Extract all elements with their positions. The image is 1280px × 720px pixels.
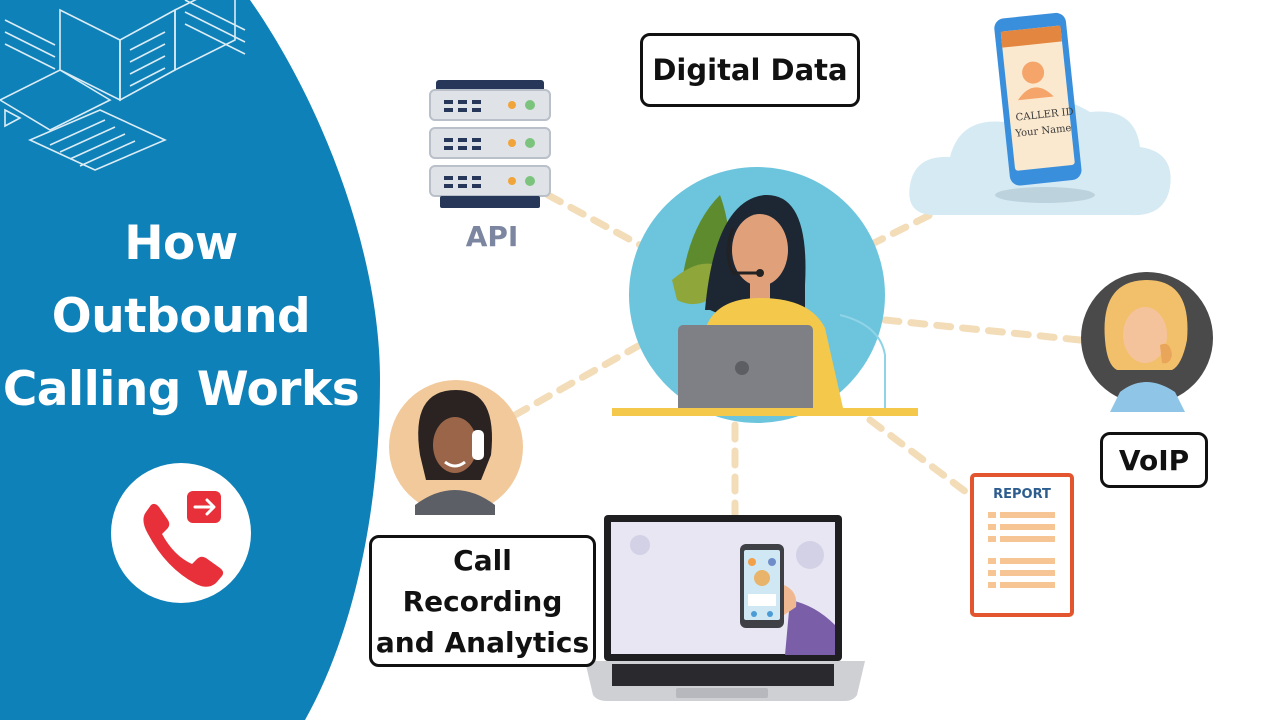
- api-label: API: [465, 220, 519, 253]
- connector-lines: [511, 191, 1084, 519]
- report-icon: REPORT: [970, 473, 1074, 617]
- title-panel: [0, 0, 380, 720]
- smartphone-icon: [740, 544, 835, 655]
- agent-headset-icon: [612, 167, 918, 423]
- title-line-3: Calling Works: [2, 362, 360, 417]
- customer-avatar-icon: [389, 380, 523, 515]
- digital-data-label: Digital Data: [640, 33, 860, 107]
- report-title: REPORT: [993, 487, 1051, 502]
- decorative-pattern: [0, 0, 246, 171]
- title-line-2: Outbound: [51, 289, 311, 344]
- server-icon: [429, 80, 551, 208]
- customer-avatar-icon: [1081, 272, 1213, 412]
- call-recording-line-1: Call: [453, 543, 512, 577]
- outbound-call-icon: [111, 463, 251, 603]
- voip-label: VoIP: [1100, 432, 1208, 488]
- title-line-1: How: [124, 216, 238, 271]
- cloud-phone-icon: CALLER ID Your Name: [909, 12, 1171, 216]
- call-recording-line-3: and Analytics: [375, 625, 590, 659]
- call-recording-label: Call Recording and Analytics: [369, 535, 596, 667]
- call-recording-line-2: Recording: [402, 584, 563, 618]
- laptop-icon: [585, 515, 865, 701]
